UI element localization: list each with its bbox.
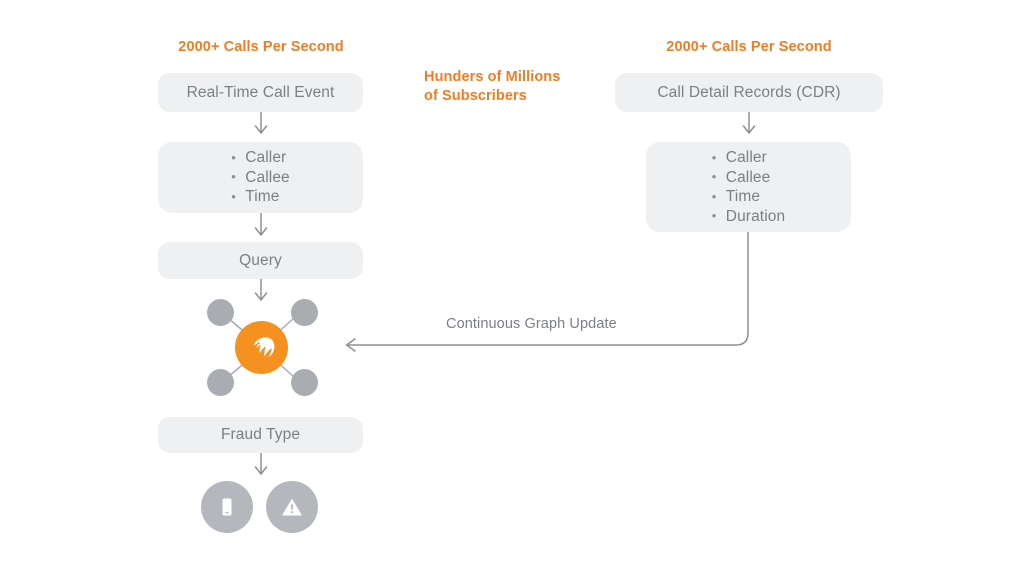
left-callout-calls-per-second: 2000+ Calls Per Second bbox=[178, 39, 344, 55]
panel-call-event-fields[interactable]: Caller Callee Time bbox=[158, 142, 363, 213]
graph-node-bottom-left bbox=[207, 369, 234, 396]
arrow-fields-to-query bbox=[254, 213, 268, 236]
list-item: Duration bbox=[712, 206, 785, 227]
query-label: Query bbox=[239, 251, 282, 269]
real-time-call-event-label: Real-Time Call Event bbox=[186, 83, 335, 101]
panel-cdr-fields[interactable]: Caller Callee Time Duration bbox=[646, 142, 851, 232]
graph-node-top-right bbox=[291, 299, 318, 326]
arrow-fraudtype-to-outcomes bbox=[254, 453, 268, 475]
arrow-source-to-fields-right bbox=[742, 112, 756, 134]
panel-query[interactable]: Query bbox=[158, 242, 363, 279]
list-item: Caller bbox=[712, 148, 785, 168]
call-detail-records-label: Call Detail Records (CDR) bbox=[657, 83, 841, 101]
continuous-graph-update-label: Continuous Graph Update bbox=[446, 316, 617, 332]
list-item: Time bbox=[231, 187, 290, 207]
graph-node-bottom-right bbox=[291, 369, 318, 396]
tigergraph-logo-icon bbox=[235, 321, 288, 374]
right-callout-calls-per-second: 2000+ Calls Per Second bbox=[666, 39, 832, 55]
arrow-source-to-fields-left bbox=[254, 112, 268, 134]
feedback-edge-path bbox=[345, 231, 749, 352]
list-item: Callee bbox=[712, 167, 785, 188]
mobile-phone-icon bbox=[201, 481, 253, 533]
list-item: Time bbox=[712, 187, 785, 207]
cdr-fields-list: Caller Callee Time Duration bbox=[712, 148, 785, 226]
arrow-query-to-graph bbox=[254, 279, 268, 301]
call-event-fields-list: Caller Callee Time bbox=[231, 148, 290, 207]
panel-real-time-call-event[interactable]: Real-Time Call Event bbox=[158, 73, 363, 112]
list-item: Callee bbox=[231, 167, 290, 188]
panel-call-detail-records[interactable]: Call Detail Records (CDR) bbox=[615, 73, 883, 112]
list-item: Caller bbox=[231, 148, 290, 168]
graph-node-top-left bbox=[207, 299, 234, 326]
fraud-type-label: Fraud Type bbox=[220, 426, 301, 443]
center-callout-subscribers: Hunders of Millions of Subscribers bbox=[424, 69, 561, 104]
panel-fraud-type[interactable]: Fraud Type bbox=[158, 417, 363, 453]
warning-triangle-icon bbox=[266, 481, 318, 533]
